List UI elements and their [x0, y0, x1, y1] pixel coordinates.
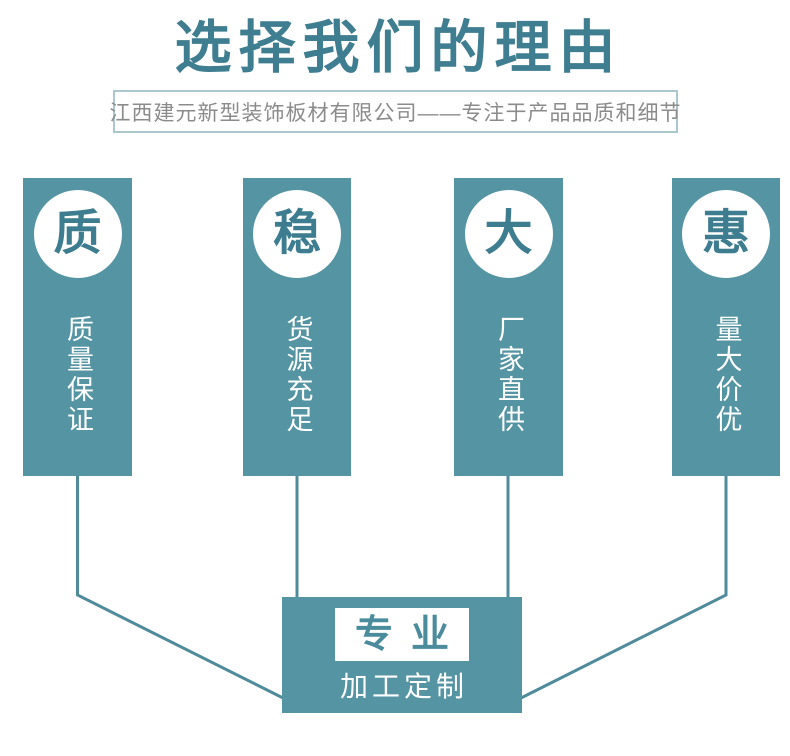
discount-label: 量大价优 — [711, 315, 742, 435]
subtitle-box: 江西建元新型装饰板材有限公司——专注于产品品质和细节 — [110, 90, 681, 133]
subtitle-text: 江西建元新型装饰板材有限公司——专注于产品品质和细节 — [109, 101, 682, 125]
quality-label: 质量保证 — [63, 315, 93, 435]
discount-badge-circle: 惠 — [682, 190, 770, 278]
page-title: 选择我们的理由 — [174, 16, 623, 80]
scale-badge-circle: 大 — [464, 190, 553, 278]
stability-badge-circle: 稳 — [253, 190, 341, 278]
stability-badge-char: 稳 — [272, 207, 321, 260]
pillar-quality: 质 质量保证 — [23, 178, 132, 476]
connector-line-quality — [76, 474, 284, 700]
pillar-stability: 稳 货源充足 — [243, 178, 351, 476]
footer-box: 专业 加工定制 — [282, 597, 522, 713]
scale-label: 厂家直供 — [494, 315, 524, 435]
quality-badge-circle: 质 — [33, 190, 122, 278]
scale-badge-char: 大 — [484, 207, 533, 260]
pillar-scale: 大 厂家直供 — [454, 178, 563, 476]
connector-line-discount — [520, 474, 728, 700]
footer-label: 加工定制 — [339, 671, 468, 702]
stability-label: 货源充足 — [282, 315, 313, 435]
pillar-discount: 惠 量大价优 — [672, 178, 780, 476]
footer-highlight-box: 专业 — [335, 608, 469, 661]
footer-highlight-text: 专业 — [354, 613, 467, 656]
discount-badge-char: 惠 — [701, 207, 750, 260]
quality-badge-char: 质 — [53, 207, 102, 260]
